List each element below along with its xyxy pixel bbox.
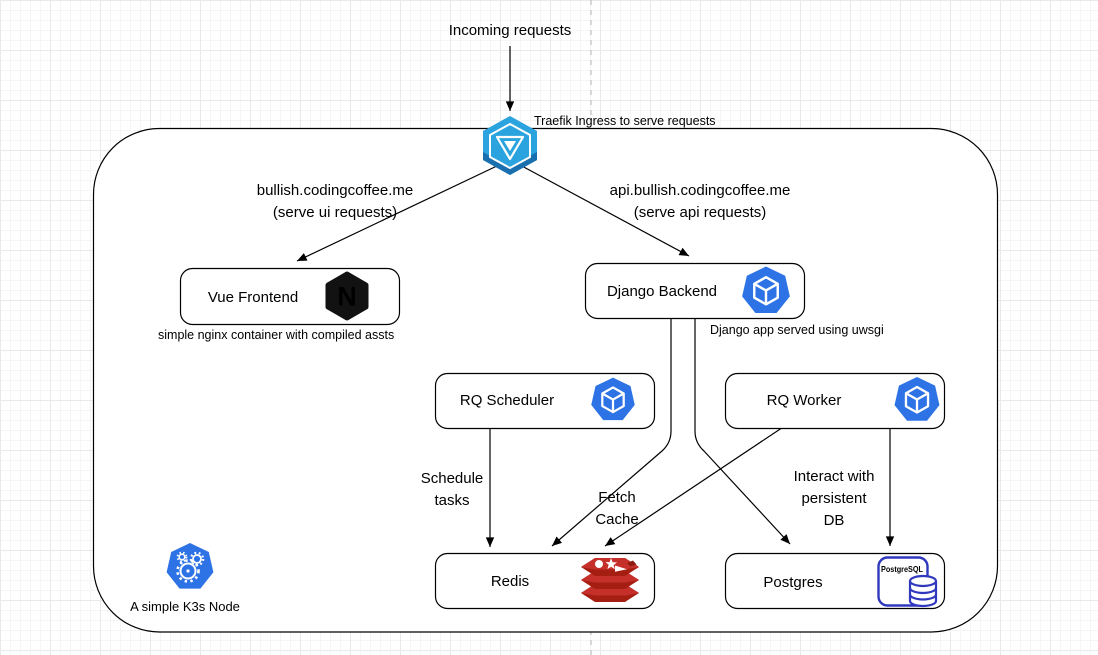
edge-django-to-redis (551, 318, 672, 547)
svg-text:Cache: Cache (595, 511, 638, 528)
node-vue-frontend: Vue Frontend N (179, 267, 401, 326)
svg-text:Schedule: Schedule (421, 470, 484, 487)
k3s-node-icon (166, 543, 214, 589)
svg-text:tasks: tasks (434, 492, 469, 509)
edge-ingress-to-django (519, 164, 690, 257)
edge-ingress-to-vue (296, 164, 500, 262)
api-route-label: api.bullish.codingcoffee.me (serve api r… (610, 182, 791, 221)
redis-icon (581, 558, 639, 602)
rq-scheduler-label: RQ Scheduler (460, 392, 554, 409)
svg-text:persistent: persistent (801, 490, 867, 507)
traefik-ingress-icon (483, 116, 537, 175)
edge-worker-to-redis (604, 428, 782, 547)
ui-route-label: bullish.codingcoffee.me (serve ui reques… (257, 182, 414, 221)
vue-frontend-label: Vue Frontend (208, 289, 298, 306)
node-django-backend: Django Backend (584, 262, 806, 320)
svg-text:Fetch: Fetch (598, 489, 636, 506)
nginx-icon: N (325, 271, 369, 321)
svg-text:Interact with: Interact with (794, 468, 875, 485)
django-caption: Django app served using uwsgi (710, 323, 884, 337)
node-postgres: Postgres PostgreSQL (724, 552, 946, 610)
node-rq-scheduler: RQ Scheduler (434, 372, 656, 430)
fetch-cache-label: Fetch Cache (595, 489, 638, 528)
svg-text:DB: DB (824, 512, 845, 529)
node-redis: Redis (434, 552, 656, 610)
ui-domain-note: (serve ui requests) (273, 204, 397, 221)
traefik-caption: Traefik Ingress to serve requests (534, 114, 716, 128)
api-domain-note: (serve api requests) (634, 204, 767, 221)
incoming-requests-label: Incoming requests (449, 22, 572, 39)
svg-text:N: N (337, 282, 357, 312)
ui-domain-label: bullish.codingcoffee.me (257, 182, 414, 199)
postgresql-icon: PostgreSQL (877, 556, 938, 608)
schedule-tasks-label: Schedule tasks (421, 470, 484, 509)
rq-worker-label: RQ Worker (767, 392, 842, 409)
node-rq-worker: RQ Worker (724, 372, 946, 430)
k3s-node-caption: A simple K3s Node (130, 599, 240, 614)
rq-worker-box (724, 372, 946, 430)
django-backend-label: Django Backend (607, 283, 717, 300)
api-domain-label: api.bullish.codingcoffee.me (610, 182, 791, 199)
redis-label: Redis (491, 573, 529, 590)
interact-db-label: Interact with persistent DB (794, 468, 875, 529)
vue-caption: simple nginx container with compiled ass… (158, 328, 394, 342)
svg-text:PostgreSQL: PostgreSQL (881, 564, 923, 574)
edge-django-to-postgres (694, 318, 791, 545)
postgres-label: Postgres (763, 574, 822, 591)
